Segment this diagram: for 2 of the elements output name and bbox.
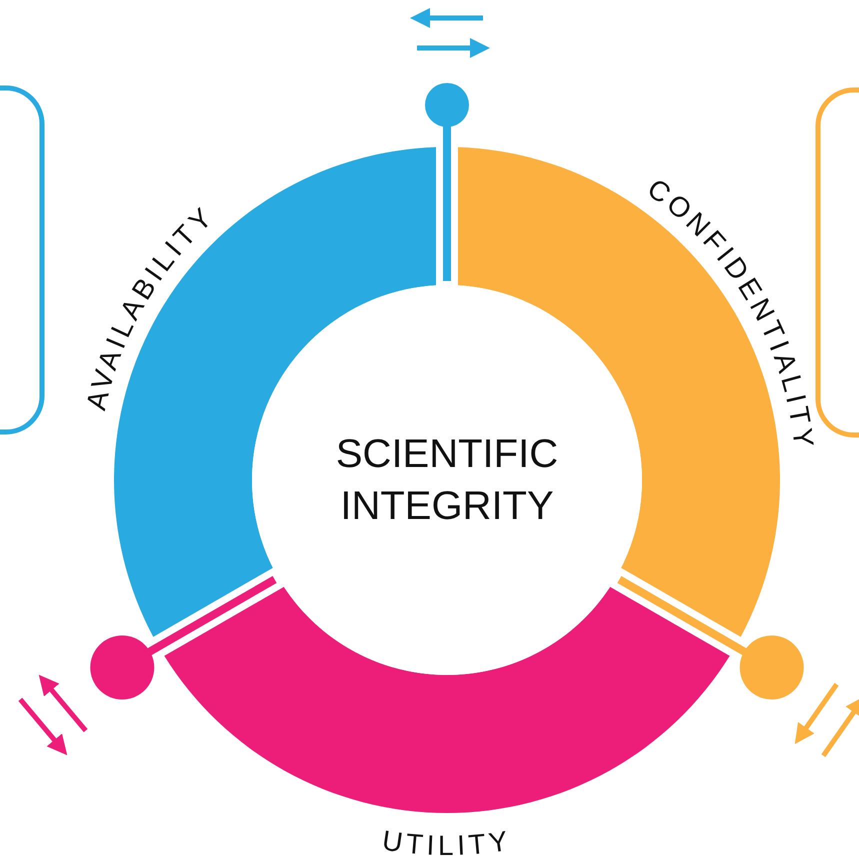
segment-label: UTILITY [380, 824, 514, 856]
center-title: SCIENTIFIC INTEGRITY [334, 431, 560, 530]
